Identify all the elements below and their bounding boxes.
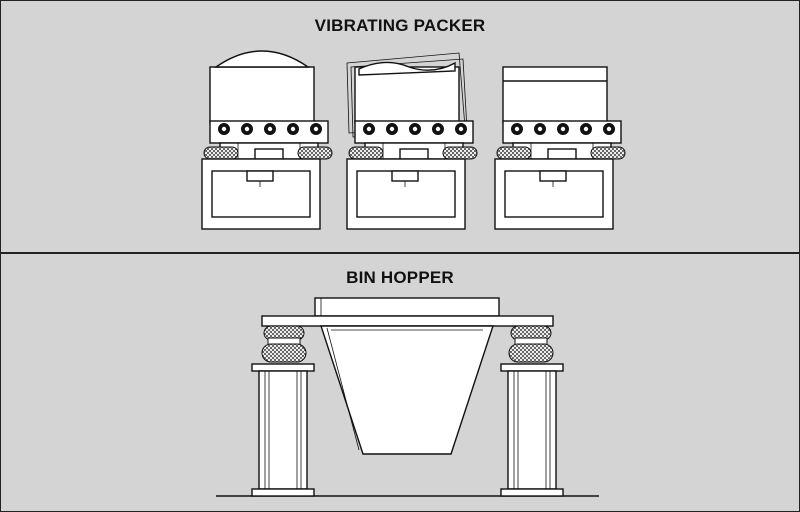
packer-1: [201, 50, 333, 230]
left-support-column: [251, 363, 315, 497]
hopper-body: [261, 297, 554, 455]
left-air-spring: [261, 325, 307, 363]
packer-2: [346, 52, 478, 230]
vibrating-packer-illustration: [201, 50, 626, 230]
bin-hopper-title: BIN HOPPER: [346, 268, 454, 287]
packer-3: [494, 66, 626, 230]
vibrating-packer-panel: VIBRATING PACKER: [1, 1, 799, 254]
vibrating-packer-title: VIBRATING PACKER: [314, 16, 486, 35]
right-support-column: [500, 363, 564, 497]
bin-hopper-illustration: [216, 297, 599, 497]
bin-hopper-panel: BIN HOPPER: [1, 254, 799, 511]
right-air-spring: [508, 325, 554, 363]
